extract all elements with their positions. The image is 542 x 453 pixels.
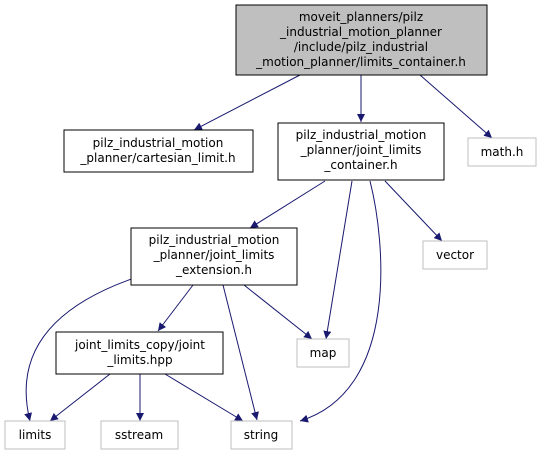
- node-joint-limits-extension[interactable]: pilz_industrial_motion _planner/joint_li…: [130, 227, 298, 286]
- node-math-h-label: math.h: [481, 145, 524, 159]
- edge-extension-to-joint-limits-hpp: [157, 284, 194, 332]
- node-string[interactable]: string: [230, 420, 293, 450]
- node-string-label: string: [244, 428, 278, 442]
- node-joint-limits-hpp-line-1: joint_limits_copy/joint: [74, 338, 205, 352]
- edge-container-to-string: [299, 180, 382, 423]
- node-math-h[interactable]: math.h: [467, 137, 537, 167]
- node-vector-label: vector: [436, 248, 474, 262]
- node-root-line-3: /include/pilz_industrial: [294, 40, 428, 54]
- edge-root-to-cartesian-limit: [193, 74, 301, 131]
- node-joint-limits-extension-line-2: _planner/joint_limits: [153, 248, 275, 262]
- node-joint-limits-container-line-1: pilz_industrial_motion: [296, 128, 427, 142]
- edge-hpp-to-limits: [49, 373, 111, 422]
- node-joint-limits-container-line-3: _container.h: [323, 158, 397, 172]
- node-limits-label: limits: [19, 428, 52, 442]
- node-cartesian-limit-line-1: pilz_industrial_motion: [93, 136, 224, 150]
- node-cartesian-limit[interactable]: pilz_industrial_motion _planner/cartesia…: [63, 129, 254, 173]
- node-root-limits-container[interactable]: moveit_planners/pilz _industrial_motion_…: [235, 4, 488, 76]
- edge-extension-to-string: [222, 284, 259, 421]
- node-root-line-1: moveit_planners/pilz: [299, 10, 423, 24]
- node-sstream[interactable]: sstream: [100, 420, 179, 450]
- node-joint-limits-extension-line-3: _extension.h: [175, 263, 252, 277]
- edge-hpp-to-string: [164, 373, 244, 422]
- node-joint-limits-container-line-2: _planner/joint_limits: [300, 143, 422, 157]
- node-root-line-4: _motion_planner/limits_container.h: [255, 55, 466, 69]
- node-joint-limits-hpp[interactable]: joint_limits_copy/joint _limits.hpp: [55, 331, 224, 375]
- edge-container-to-vector: [384, 180, 443, 242]
- edge-container-to-extension: [249, 180, 326, 229]
- node-root-line-2: _industrial_motion_planner: [279, 25, 442, 39]
- node-sstream-label: sstream: [115, 428, 163, 442]
- node-map-label: map: [310, 346, 337, 360]
- node-vector[interactable]: vector: [422, 240, 488, 270]
- edge-extension-to-limits: [24, 269, 161, 422]
- edge-extension-to-map: [243, 284, 313, 340]
- edge-container-to-map: [323, 180, 353, 340]
- edge-root-to-math-h: [419, 74, 493, 139]
- node-cartesian-limit-line-2: _planner/cartesian_limit.h: [79, 151, 235, 165]
- node-joint-limits-extension-line-1: pilz_industrial_motion: [149, 233, 280, 247]
- node-joint-limits-container[interactable]: pilz_industrial_motion _planner/joint_li…: [277, 122, 445, 181]
- node-limits[interactable]: limits: [4, 420, 66, 450]
- edges: [24, 74, 493, 423]
- node-joint-limits-hpp-line-2: _limits.hpp: [106, 353, 172, 367]
- node-map[interactable]: map: [296, 338, 350, 368]
